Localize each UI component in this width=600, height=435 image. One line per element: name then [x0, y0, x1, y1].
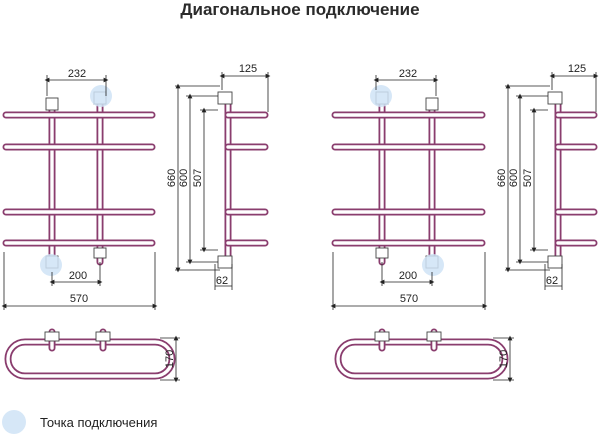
dim-side-depth: 125 [568, 63, 586, 75]
side-view-left: 125 660 600 507 62 [166, 63, 271, 290]
legend-connection-marker [2, 410, 26, 434]
plan-valve-left [44, 331, 60, 342]
dim-bottom-spacing: 200 [69, 270, 87, 282]
side-valve-top [547, 91, 563, 105]
dim-side-depth: 125 [239, 63, 257, 75]
dim-overall-width: 570 [70, 293, 88, 305]
dim-height-overall: 660 [496, 169, 508, 187]
dim-height-inner: 507 [522, 169, 534, 187]
legend-label: Точка подключения [40, 415, 157, 430]
plan-view-right: 170 [334, 328, 514, 383]
side-valve-bottom [547, 255, 563, 269]
front-view-right: 232 200 570 [330, 68, 488, 310]
valve-bottom-left [375, 247, 389, 259]
horizontal-bars [2, 111, 156, 247]
plan-valve-right [426, 331, 442, 342]
plan-valve-left [374, 331, 390, 342]
dim-height-overall: 660 [166, 169, 178, 187]
front-view-left: 232 200 570 [1, 68, 158, 310]
valve-top-right [425, 97, 439, 111]
connection-point-bottom-right [422, 254, 444, 276]
dim-height-inner: 507 [192, 169, 204, 187]
side-valve-bottom [217, 255, 233, 269]
plan-valve-right [95, 331, 111, 342]
side-valve-top [217, 91, 233, 105]
connection-point-bottom-left [40, 254, 62, 276]
dim-top-spacing: 232 [399, 68, 417, 80]
legend: Точка подключения [2, 410, 157, 434]
valve-top-left [45, 97, 59, 111]
dim-plan-depth: 170 [164, 350, 176, 368]
dim-side-offset: 62 [546, 275, 558, 287]
page-title: Диагональное подключение [180, 0, 420, 19]
dim-plan-depth: 170 [498, 350, 510, 368]
dim-bottom-spacing: 200 [399, 270, 417, 282]
horizontal-bars [331, 111, 486, 247]
dim-height-mid: 600 [508, 169, 520, 187]
connection-point-top-left [370, 85, 392, 107]
dim-overall-width: 570 [400, 293, 418, 305]
connection-point-top-right [90, 85, 112, 107]
valve-bottom-right [93, 247, 107, 259]
dim-top-spacing: 232 [68, 68, 86, 80]
side-view-right: 125 660 600 507 62 [496, 63, 599, 290]
dim-height-mid: 600 [178, 169, 190, 187]
dim-side-offset: 62 [216, 275, 228, 287]
plan-view-left: 170 [4, 328, 180, 383]
